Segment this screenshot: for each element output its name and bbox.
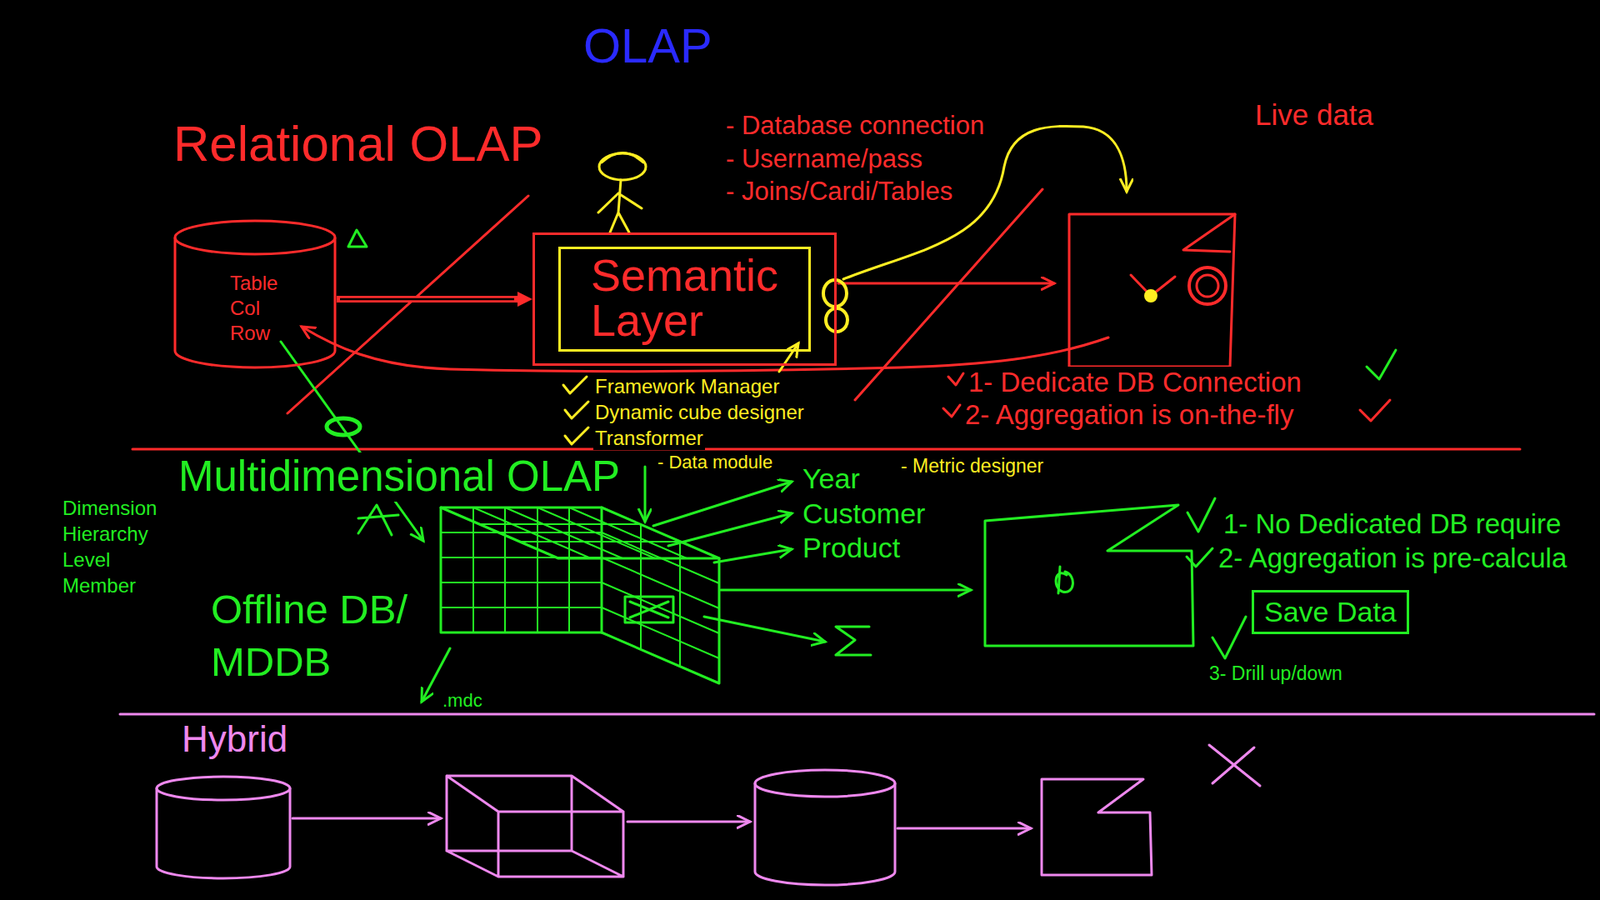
text-label: 1- Dedicate DB Connection xyxy=(966,366,1304,399)
text-label: 2- Aggregation is on-the-fly xyxy=(963,399,1295,431)
text-label: Live data xyxy=(1253,98,1375,132)
scribble-mark xyxy=(1055,566,1073,594)
text-label: Dimension Hierarchy Level Member xyxy=(60,495,159,599)
text-label: Multidimensional OLAP xyxy=(176,452,622,502)
delta-symbol xyxy=(348,230,367,247)
semantic-layer-box: Semantic Layer xyxy=(532,232,837,366)
load-arrow xyxy=(280,341,424,541)
node-text: Save Data xyxy=(1264,595,1397,629)
text-label: - Database connection xyxy=(724,110,986,141)
text-label: - Joins/Cardi/Tables xyxy=(724,176,955,207)
stick-figure-hair xyxy=(601,153,644,164)
database-cylinder xyxy=(755,770,895,797)
report-page xyxy=(1041,779,1152,875)
report-page xyxy=(985,505,1194,646)
text-label: 3- Drill up/down xyxy=(1207,662,1345,685)
stick-figure-body xyxy=(598,180,642,233)
check-mark xyxy=(1360,400,1390,421)
cross-mark xyxy=(1209,745,1260,786)
text-label: Year xyxy=(800,462,862,495)
text-label: 2- Aggregation is pre-calcula xyxy=(1216,542,1569,575)
scribble-eight xyxy=(825,308,848,332)
text-label: - Username/pass xyxy=(724,144,925,175)
flow-arrow xyxy=(897,827,1031,830)
text-label: - Metric designer xyxy=(899,455,1045,477)
database-cylinder xyxy=(156,776,290,800)
text-label: - Data module xyxy=(655,451,775,473)
cylinder-top xyxy=(175,220,335,255)
scribble-circle xyxy=(1196,275,1219,297)
diagram-title: OLAP xyxy=(581,18,715,75)
page-fold xyxy=(1183,214,1235,252)
pointer-arrow xyxy=(644,466,647,522)
check-mark xyxy=(1187,498,1215,532)
cylinder-body xyxy=(175,237,335,368)
connector-arrow xyxy=(336,299,518,300)
report-page xyxy=(1069,214,1235,367)
connector-inner xyxy=(340,298,515,301)
text-label: .mdc xyxy=(440,690,485,711)
cube-grid xyxy=(601,524,720,667)
scribble-mark xyxy=(358,505,399,535)
cube-grid xyxy=(440,507,602,633)
stick-figure-head xyxy=(599,153,646,180)
text-label: Framework Manager xyxy=(593,375,781,399)
check-mark xyxy=(943,405,960,417)
section-divider xyxy=(120,713,1595,716)
check-mark xyxy=(948,373,964,385)
dimension-arrow xyxy=(668,513,792,546)
dimension-arrow xyxy=(714,549,792,563)
node-text: Table Col Row xyxy=(230,270,278,346)
check-mark xyxy=(1186,548,1213,567)
check-mark xyxy=(565,401,589,419)
text-label: 1- No Dedicated DB require xyxy=(1221,508,1563,540)
cube-cell xyxy=(625,596,674,623)
database-cylinder xyxy=(156,788,290,879)
text-label: Offline DB/ xyxy=(209,585,410,633)
scribble-circle xyxy=(1189,267,1226,305)
flow-arrow xyxy=(838,282,1055,285)
text-label: MDDB xyxy=(209,638,333,685)
sigma-symbol xyxy=(835,626,871,655)
yellow-dot xyxy=(1145,290,1157,302)
database-node: Table Col Row xyxy=(173,219,337,370)
text-label: Dynamic cube designer xyxy=(593,400,806,425)
pointer-arrow xyxy=(779,343,799,372)
cube-grid xyxy=(473,507,687,559)
cube-side xyxy=(601,558,720,684)
cube-shape xyxy=(446,775,624,877)
check-mark xyxy=(563,376,587,394)
flow-arrow xyxy=(627,820,750,824)
text-label: Hybrid xyxy=(180,718,290,761)
text-label: Customer xyxy=(800,497,927,530)
process-box: Save Data xyxy=(1251,590,1410,635)
text-label: Product xyxy=(800,531,902,565)
connector-line xyxy=(336,295,518,303)
check-mark xyxy=(1212,616,1246,659)
section-divider xyxy=(132,448,1520,451)
flow-arrow xyxy=(292,817,441,820)
text-label: Transformer xyxy=(593,426,705,450)
check-mark xyxy=(1366,350,1396,380)
measure-arrow xyxy=(704,616,825,642)
cube-front xyxy=(440,507,602,633)
node-text: Semantic Layer xyxy=(558,246,811,352)
scribble-blob xyxy=(326,418,360,435)
flow-arrow xyxy=(720,589,971,592)
check-mark xyxy=(565,427,589,445)
text-label: Relational OLAP xyxy=(171,115,545,173)
database-cylinder xyxy=(755,783,895,885)
